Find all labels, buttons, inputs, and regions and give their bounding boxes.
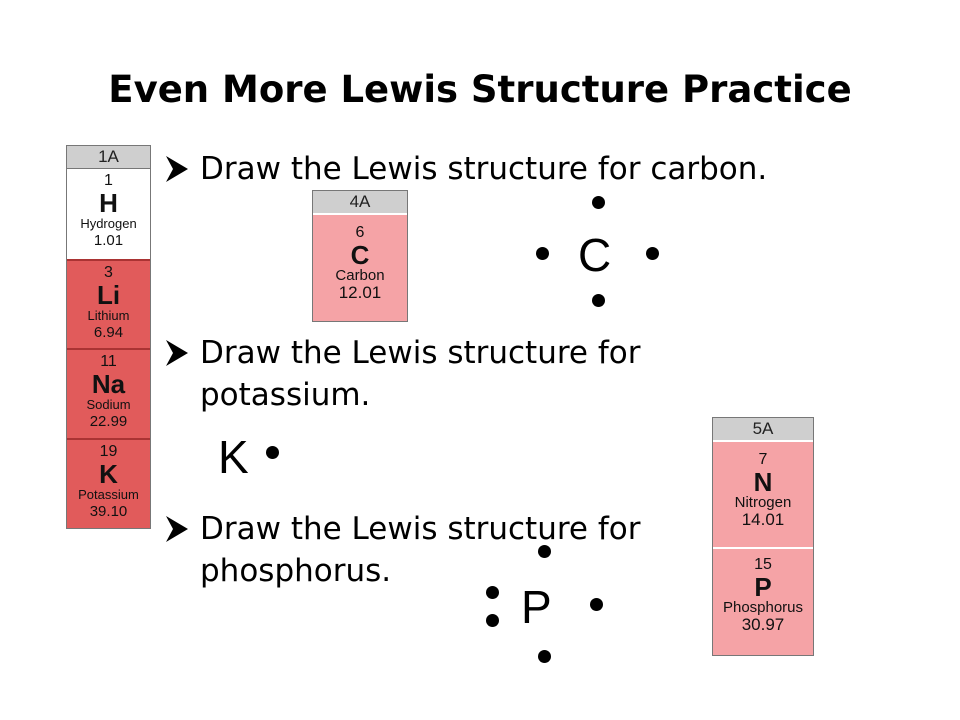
element-symbol: Na (91, 369, 126, 399)
element-tile-nitrogen: 7 N Nitrogen 14.01 (713, 440, 813, 547)
element-symbol: K (99, 459, 118, 489)
bullet-text-continued: phosphorus. (200, 553, 392, 589)
electron-dot (266, 446, 279, 459)
electron-dot (592, 294, 605, 307)
element-tile-potassium: 19 K Potassium 39.10 (67, 438, 150, 528)
element-tile-lithium: 3 Li Lithium 6.94 (67, 259, 150, 348)
element-name: Lithium (87, 308, 130, 323)
atomic-number: 3 (104, 264, 113, 281)
element-name: Carbon (335, 267, 385, 284)
atomic-mass: 1.01 (93, 232, 124, 249)
atomic-number: 7 (758, 451, 768, 468)
periodic-column-4a: 4A 6 C Carbon 12.01 (312, 190, 408, 322)
element-symbol: P (754, 572, 772, 602)
electron-dot (590, 598, 603, 611)
electron-dot (646, 247, 659, 260)
group-header: 5A (713, 418, 813, 440)
bullet-text: Draw the Lewis structure for (200, 335, 641, 371)
periodic-column-5a: 5A 7 N Nitrogen 14.01 15 P Phosphorus 30… (712, 417, 814, 656)
element-tile-phosphorus: 15 P Phosphorus 30.97 (713, 547, 813, 655)
bullet-text: Draw the Lewis structure for carbon. (200, 151, 768, 187)
element-symbol: N (753, 467, 773, 497)
group-header: 4A (313, 191, 407, 213)
bullet-text: Draw the Lewis structure for (200, 511, 641, 547)
electron-dot (486, 586, 499, 599)
element-name: Hydrogen (80, 216, 137, 231)
periodic-column-1a: 1A 1 H Hydrogen 1.01 3 Li Lithium 6.94 1… (66, 145, 151, 529)
element-symbol: Li (96, 280, 121, 310)
element-tile-carbon: 6 C Carbon 12.01 (313, 213, 407, 321)
element-symbol: C (350, 240, 370, 270)
arrow-bullet-icon (166, 516, 188, 542)
group-header: 1A (67, 146, 150, 168)
arrow-bullet-icon (166, 340, 188, 366)
element-name: Potassium (78, 487, 139, 502)
slide-title: Even More Lewis Structure Practice (108, 68, 852, 111)
atomic-mass: 14.01 (741, 510, 785, 529)
atomic-mass: 12.01 (338, 283, 382, 302)
lewis-symbol-potassium: K (218, 431, 249, 483)
atomic-mass: 22.99 (89, 413, 128, 430)
atomic-number: 15 (754, 556, 772, 573)
arrow-bullet-icon (166, 156, 188, 182)
element-name: Phosphorus (722, 599, 804, 616)
lewis-symbol-carbon: C (578, 229, 612, 281)
lewis-symbol-phosphorus: P (521, 581, 552, 633)
atomic-mass: 6.94 (93, 324, 124, 341)
electron-dot (592, 196, 605, 209)
element-name: Sodium (86, 397, 131, 412)
element-name: Nitrogen (734, 494, 792, 511)
electron-dot (538, 545, 551, 558)
bullet-text-continued: potassium. (200, 377, 371, 413)
electron-dot (536, 247, 549, 260)
atomic-mass: 39.10 (89, 503, 128, 520)
electron-dot (486, 614, 499, 627)
atomic-number: 6 (355, 224, 365, 241)
electron-dot (538, 650, 551, 663)
atomic-mass: 30.97 (741, 615, 785, 634)
element-symbol: H (99, 188, 118, 218)
element-tile-sodium: 11 Na Sodium 22.99 (67, 348, 150, 438)
atomic-number: 11 (100, 353, 117, 370)
element-tile-hydrogen: 1 H Hydrogen 1.01 (67, 168, 150, 259)
atomic-number: 19 (99, 443, 118, 460)
atomic-number: 1 (104, 172, 113, 189)
